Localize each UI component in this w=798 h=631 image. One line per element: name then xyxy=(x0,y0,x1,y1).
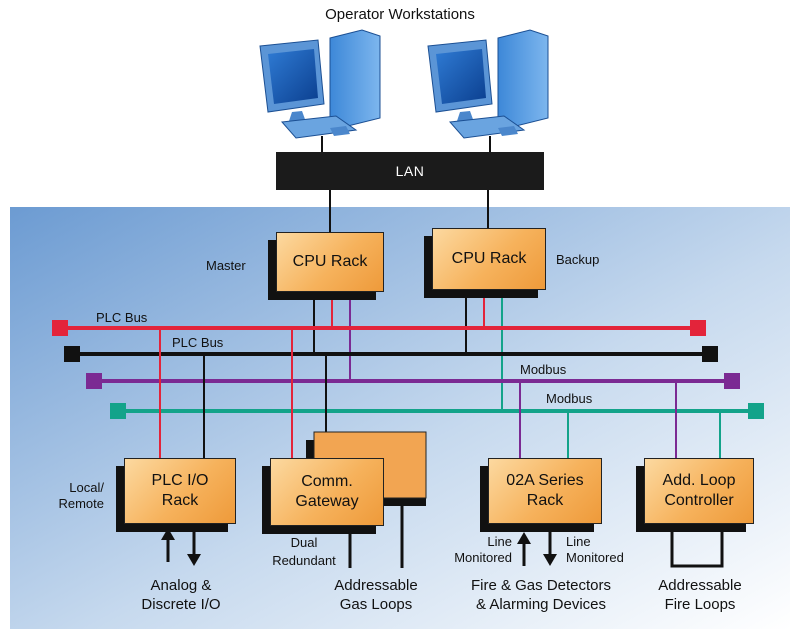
comm-gateway-line1: Comm. xyxy=(301,473,353,490)
loop-controller: Add. Loop Controller xyxy=(644,458,754,524)
local-label: Local/ xyxy=(69,480,104,495)
series-02a-rack-line2: Rack xyxy=(526,492,564,509)
comm-gateway: Comm. Gateway xyxy=(270,458,384,526)
plc-bus-2-label: PLC Bus xyxy=(172,335,224,350)
line-monitored-right-2: Monitored xyxy=(566,550,624,565)
lan-label: LAN xyxy=(395,163,425,179)
modbus-1-label: Modbus xyxy=(520,362,567,377)
line-monitored-left-1: Line xyxy=(487,534,512,549)
series-02a-rack: 02A Series Rack xyxy=(488,458,602,524)
line-monitored-right: Line Monitored xyxy=(566,534,624,566)
cpu-rack-backup-label: CPU Rack xyxy=(451,250,527,267)
analog-io-caption: Analog & Discrete I/O xyxy=(116,576,246,614)
detectors-caption-2: & Alarming Devices xyxy=(475,596,607,613)
fire-loops-caption-1: Addressable xyxy=(658,577,742,594)
master-label: Master xyxy=(206,258,246,273)
analog-caption-2: Discrete I/O xyxy=(141,596,221,613)
plc-io-rack-line2: Rack xyxy=(161,492,199,509)
lan-bar: LAN xyxy=(276,152,544,190)
cpu-rack-backup: CPU Rack xyxy=(432,228,546,290)
local-remote-label: Local/ Remote xyxy=(48,480,104,512)
detectors-caption-1: Fire & Gas Detectors xyxy=(470,577,612,594)
gas-caption-1: Addressable xyxy=(334,577,418,594)
plc-bus-1-line xyxy=(52,320,706,336)
analog-caption-1: Analog & xyxy=(150,577,212,594)
cpu-rack-master: CPU Rack xyxy=(276,232,384,292)
series-02a-rack-line1: 02A Series xyxy=(506,472,584,489)
modbus-1-line xyxy=(86,373,740,389)
background-panel xyxy=(10,207,790,629)
io-arrows xyxy=(161,528,201,566)
line-monitored-left-2: Monitored xyxy=(454,550,512,565)
plc-bus-1-label: PLC Bus xyxy=(96,310,148,325)
modbus-2-line xyxy=(110,403,764,419)
fire-loops-caption: Addressable Fire Loops xyxy=(630,576,770,614)
comm-gateway-line2: Gateway xyxy=(295,493,359,510)
remote-label: Remote xyxy=(58,496,104,511)
cpu-rack-master-label: CPU Rack xyxy=(292,253,368,270)
loop-controller-line1: Add. Loop xyxy=(662,472,736,489)
plc-bus-2-line xyxy=(64,346,718,362)
gas-caption-2: Gas Loops xyxy=(339,596,413,613)
backup-label: Backup xyxy=(556,252,600,267)
fire-loop-line xyxy=(670,526,724,568)
plc-io-rack-line1: PLC I/O xyxy=(151,472,209,489)
loop-controller-line2: Controller xyxy=(664,492,734,509)
workstation-computer-icon xyxy=(427,29,549,139)
line-monitored-left: Line Monitored xyxy=(440,534,512,566)
fire-loops-caption-2: Fire Loops xyxy=(664,596,736,613)
line-monitored-right-1: Line xyxy=(566,534,591,549)
detectors-caption: Fire & Gas Detectors & Alarming Devices xyxy=(446,576,636,614)
diagram-title: Operator Workstations xyxy=(325,6,475,23)
dual-redundant-label: Dual Redundant xyxy=(266,534,342,570)
modbus-2-label: Modbus xyxy=(546,391,593,406)
gas-loops-caption: Addressable Gas Loops xyxy=(306,576,446,614)
plc-io-rack: PLC I/O Rack xyxy=(124,458,236,524)
workstation-computer-icon xyxy=(259,29,381,139)
dual-label: Dual xyxy=(290,535,318,550)
detector-arrows xyxy=(517,532,557,566)
redundant-label: Redundant xyxy=(272,553,336,568)
